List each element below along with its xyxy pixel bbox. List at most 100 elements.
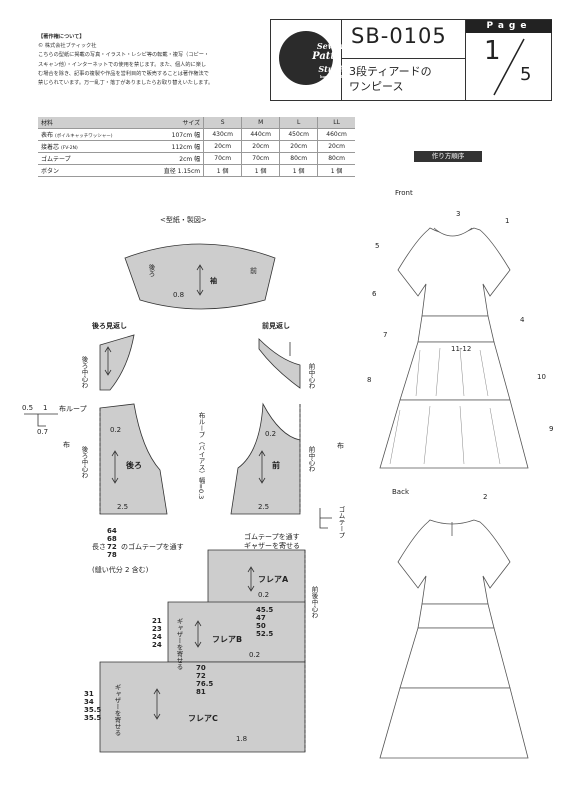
cell: 450cm [279,128,318,141]
callout-10: 10 [537,373,546,381]
cell: 112cm 幅 [144,140,204,153]
cell: 70cm [241,152,280,165]
cell: 70cm [203,152,242,165]
cell: 20cm [203,140,242,153]
cell-text: 表布 [41,132,54,139]
copyright-line: 禁じられています。万一乱丁・落丁がありましたらお取り替えいたします。 [38,80,214,87]
flare-value: 52.5 [256,630,274,638]
flare-value: 47 [256,614,266,622]
flare-a-dim: 0.2 [258,591,270,599]
divider [341,58,465,59]
flare-value: 50 [256,622,266,630]
callout-1: 1 [505,217,510,225]
length-values: 64 68 72 78 [107,527,117,559]
header-cell: L [279,117,318,129]
cell-text: ゴムテープ [41,156,71,163]
pattern-heading: <型紙・製図> [160,216,207,224]
logo-text: Sewing [316,41,350,51]
flare-b-left-values: 21 23 24 24 [152,617,162,649]
gather-mark: ギャザーを寄せる [175,618,183,670]
cell-text: ボタン [41,168,60,175]
back-bodice-label: 後ろ [126,461,142,470]
bias-note: 布ループ（バイアス）幅=0.3 [197,412,205,500]
header-box: Sewing Pattern Studio boutique-sha SB-01… [270,19,552,101]
cell: 1 個 [279,164,318,177]
copyright-line: © 株式会社ブティック社 [38,43,97,50]
cell: 20cm [279,140,318,153]
loop-dim: 0.5 [22,404,34,412]
title-line: 3段ティアードの [349,65,432,78]
length-value: 78 [107,551,117,559]
logo-text: Pattern [312,51,354,62]
length-value: 72 [107,543,117,551]
flare-value: 23 [152,625,162,633]
callout-2: 2 [483,493,488,501]
table-row: ボタン 直径 1.15cm 1 個 1 個 1 個 1 個 [38,164,355,177]
callout-6: 6 [372,290,377,298]
cloth-mark: 布 [337,442,344,450]
callout-3: 3 [456,210,461,218]
length-value: 68 [107,535,117,543]
material-name: ゴムテープ [38,152,145,165]
logo-text: boutique-sha [320,75,346,79]
flare-value: 31 [84,690,94,698]
front-dim: 2.5 [258,503,270,511]
table-row: 接着芯 (FV-2N) 112cm 幅 20cm 20cm 20cm 20cm [38,140,355,153]
flare-value: 70 [196,664,206,672]
callout-11-12: 11-12 [451,345,472,353]
seam-note: (縫い代分 2 含む) [92,566,149,574]
cell: 1 個 [317,164,355,177]
material-name: ボタン [38,164,145,177]
gather-mark: ギャザーを寄せる [113,684,121,736]
cell: 20cm [241,140,280,153]
length-value: 64 [107,527,117,535]
header-cell: S [203,117,242,129]
callout-7: 7 [383,331,388,339]
copyright-line: こちらの型紙に掲載の写真・イラスト・レシピ等の転載・複写（コピー・ [38,52,210,59]
flare-value: 35.5 [84,706,102,714]
back-bodice-piece [99,403,168,515]
front-facing-label: 前見返し [262,322,290,330]
cell: 80cm [279,152,318,165]
flare-value: 24 [152,641,162,649]
page-label: Page [466,20,552,33]
pattern-title: 3段ティアードの ワンピース [349,64,432,94]
front-center-mark: 前中心わ [307,363,315,389]
cell: 2cm 幅 [144,152,204,165]
front-facing-piece [258,338,301,389]
back-facing-label: 後ろ見返し [92,322,127,330]
page-number: 1 [484,36,501,66]
flare-a-label: フレアA [258,575,289,584]
gather-note: ギャザーを寄せる [244,542,300,550]
back-facing-piece [99,334,135,391]
table-row: ゴムテープ 2cm 幅 70cm 70cm 80cm 80cm [38,152,355,165]
logo-box: Sewing Pattern Studio boutique-sha [271,20,354,100]
howto-order-label: 作り方順序 [414,151,482,162]
loop-cloth: 布 [63,441,70,449]
cell: 430cm [203,128,242,141]
gather-note: ゴムテープを通す [244,533,300,541]
copyright-line: む場合を除き、記事の複製や作品を営利目的で販売することは著作権法で [38,70,209,77]
page-indicator: Page 1 5 [465,20,552,100]
front-view-label: Front [395,189,413,197]
callout-8: 8 [367,376,372,384]
title-line: ワンピース [349,80,404,93]
flare-value: 24 [152,633,162,641]
front-center-mark: 前中心わ [307,446,315,472]
flare-b-dim: 0.2 [249,651,261,659]
flare-value: 35.5 [84,714,102,722]
cell-note: (ボイルキャッチワッシャー) [54,134,113,139]
callout-5: 5 [375,242,380,250]
flare-b-label: フレアB [212,635,243,644]
back-center-mark: 後ろ中心わ [80,356,88,389]
back-dress-illustration [379,519,529,759]
copyright-notice: 【著作権について】 © 株式会社ブティック社 こちらの型紙に掲載の写真・イラスト… [38,33,266,88]
flare-c-dim: 1.8 [236,735,248,743]
front-bodice-label: 前 [272,461,280,470]
cell: 1 個 [241,164,280,177]
copyright-line: 【著作権について】 [38,34,85,40]
page-total: 5 [520,64,532,85]
flare-a-values: 45.5 47 50 52.5 [256,606,273,638]
front-back-center-mark: 前後中心わ [310,586,318,619]
front-bodice-piece [230,402,301,515]
